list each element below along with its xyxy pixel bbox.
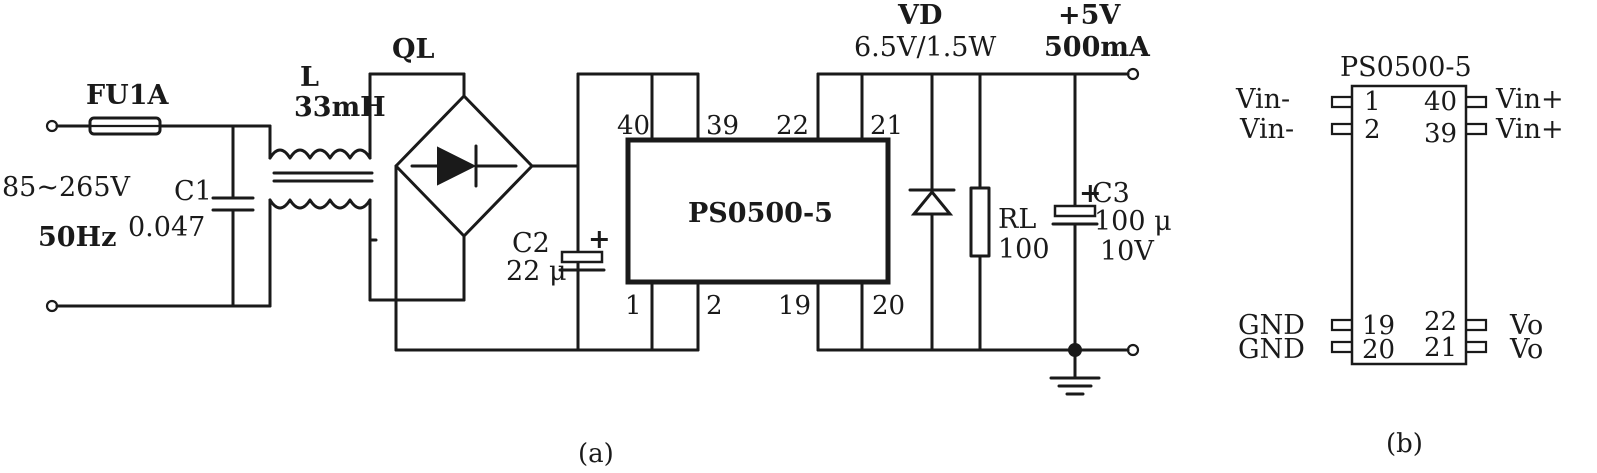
zener-diode [908, 72, 956, 352]
zener-rating: 6.5V/1.5W [854, 32, 996, 63]
fuse-label: FU1A [86, 80, 170, 111]
rl-value: 100 [998, 234, 1050, 265]
c3-name: C3 [1092, 178, 1130, 209]
inductor-choke [268, 72, 374, 308]
output-terminal-top [1126, 67, 1140, 81]
c3-value: 100 μ [1094, 206, 1172, 237]
dc-bus-wire [530, 72, 700, 352]
pinout-right-label-21: Vo [1509, 334, 1543, 365]
ground-icon [1049, 348, 1101, 396]
bridge-diode-icon [437, 146, 477, 186]
output-current: 500mA [1044, 32, 1151, 63]
input-frequency: 50Hz [38, 222, 116, 253]
pinout-right-label-39: Vin+ [1495, 114, 1564, 145]
pin-39: 39 [706, 111, 739, 141]
pin-22: 22 [776, 111, 809, 141]
pinout-left-label-2: Vin- [1239, 114, 1294, 145]
pinout-left-label-1: Vin- [1235, 84, 1290, 115]
bridge-label: QL [392, 34, 435, 65]
pinout-left-pin-1: 1 [1364, 87, 1381, 117]
c3-capacitor [1051, 72, 1099, 352]
c1-name: C1 [174, 176, 212, 207]
output-terminal-bottom [1126, 343, 1140, 357]
module-name: PS0500-5 [688, 198, 833, 229]
pinout-left-label-19: GND [1238, 310, 1305, 341]
pinout-right-pin-40: 40 [1424, 87, 1457, 117]
module-pins [650, 72, 864, 352]
rl-name: RL [998, 204, 1036, 235]
pinout-left-pin-2: 2 [1364, 115, 1381, 145]
bridge-rectifier [368, 72, 534, 352]
pin-21: 21 [870, 111, 903, 141]
load-resistor [969, 72, 991, 352]
pinout-left-label-20: GND [1238, 334, 1305, 365]
zener-name: VD [897, 0, 942, 31]
pinout-left-pin-19: 19 [1362, 311, 1395, 341]
pinout-right-label-22: Vo [1509, 310, 1543, 341]
input-voltage: 85~265V [2, 172, 131, 203]
c2-value: 22 μ [506, 256, 567, 287]
pinout-right-pin-39: 39 [1424, 119, 1457, 149]
c2-name: C2 [512, 228, 550, 259]
pinout-left-pin-20: 20 [1362, 335, 1395, 365]
pin-1: 1 [625, 291, 642, 321]
inductor-value: 33mH [294, 92, 386, 123]
pinout-left-stubs [1330, 95, 1352, 354]
c3-voltage: 10V [1100, 236, 1154, 267]
c1-capacitor [211, 124, 255, 308]
pinout-body [1350, 84, 1468, 366]
pin-40: 40 [617, 111, 650, 141]
pinout-title: PS0500-5 [1340, 52, 1472, 83]
c2-capacitor [558, 250, 606, 272]
c3-polarity: + [1079, 178, 1102, 209]
output-voltage: +5V [1058, 0, 1121, 31]
c2-polarity: + [588, 224, 611, 255]
pinout-right-label-40: Vin+ [1495, 84, 1564, 115]
module-body [625, 137, 891, 285]
pin-19: 19 [778, 291, 811, 321]
pin-2: 2 [706, 291, 723, 321]
caption-b: (b) [1386, 429, 1423, 459]
pin-20: 20 [872, 291, 905, 321]
pinout-right-pin-21: 21 [1424, 333, 1457, 363]
caption-a: (a) [578, 439, 614, 469]
pinout-right-pin-22: 22 [1424, 307, 1457, 337]
c1-value: 0.047 [128, 212, 205, 243]
inductor-name: L [300, 62, 319, 93]
pinout-right-stubs [1466, 95, 1488, 354]
